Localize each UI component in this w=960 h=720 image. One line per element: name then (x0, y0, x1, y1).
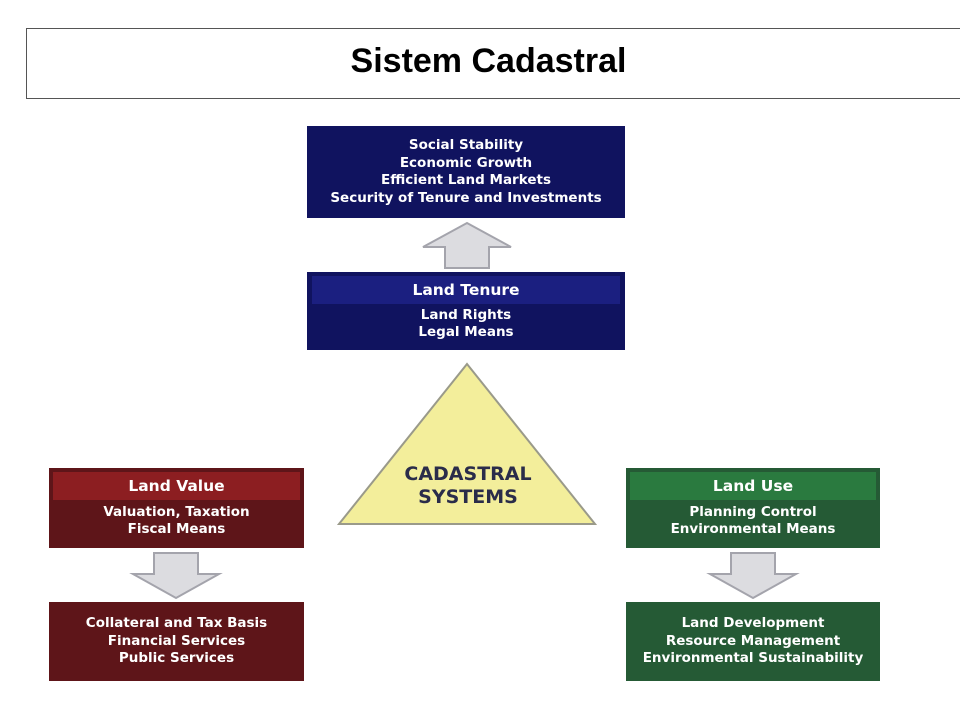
outcome-line: Economic Growth (399, 154, 533, 171)
cadastral-triangle (336, 362, 598, 525)
land-value-outcome-line: Financial Services (107, 632, 246, 649)
land-value-outcomes-box: Collateral and Tax Basis Financial Servi… (49, 602, 304, 681)
land-tenure-line: Legal Means (418, 324, 514, 340)
up-arrow (422, 221, 512, 269)
center-line: CADASTRAL (404, 463, 532, 485)
land-use-outcome-line: Land Development (681, 615, 825, 632)
land-value-line: Valuation, Taxation (103, 503, 250, 520)
land-use-outcomes-box: Land Development Resource Management Env… (626, 602, 880, 681)
slide-title: Sistem Cadastral (350, 42, 627, 80)
land-use-outcome-line: Environmental Sustainability (642, 650, 864, 667)
outcome-line: Security of Tenure and Investments (330, 189, 602, 206)
land-value-outcome-line: Public Services (118, 650, 235, 667)
cadastral-systems-label: CADASTRAL SYSTEMS (398, 463, 538, 509)
land-use-line: Environmental Means (670, 521, 836, 537)
down-arrow-left (129, 552, 223, 600)
land-tenure-box: Land Tenure Land Rights Legal Means (307, 272, 625, 350)
land-use-outcome-line: Resource Management (665, 632, 841, 649)
land-use-line: Planning Control (689, 503, 817, 520)
outcome-line: Efficient Land Markets (381, 172, 551, 188)
land-use-box: Land Use Planning Control Environmental … (626, 468, 880, 548)
land-use-body: Planning Control Environmental Means (671, 500, 836, 542)
land-use-heading: Land Use (630, 472, 876, 500)
land-value-box: Land Value Valuation, Taxation Fiscal Me… (49, 468, 304, 548)
title-frame (26, 28, 960, 99)
outcome-line: Social Stability (408, 137, 524, 153)
land-value-body: Valuation, Taxation Fiscal Means (103, 500, 249, 542)
land-value-heading: Land Value (53, 472, 300, 500)
land-tenure-line: Land Rights (420, 306, 512, 323)
land-tenure-body: Land Rights Legal Means (418, 304, 513, 344)
down-arrow-right (706, 552, 800, 600)
land-value-line: Fiscal Means (127, 521, 226, 537)
center-line: SYSTEMS (418, 486, 518, 508)
outcomes-box: Social Stability Economic Growth Efficie… (307, 126, 625, 218)
land-tenure-heading: Land Tenure (312, 276, 620, 304)
land-value-outcome-line: Collateral and Tax Basis (85, 615, 268, 632)
